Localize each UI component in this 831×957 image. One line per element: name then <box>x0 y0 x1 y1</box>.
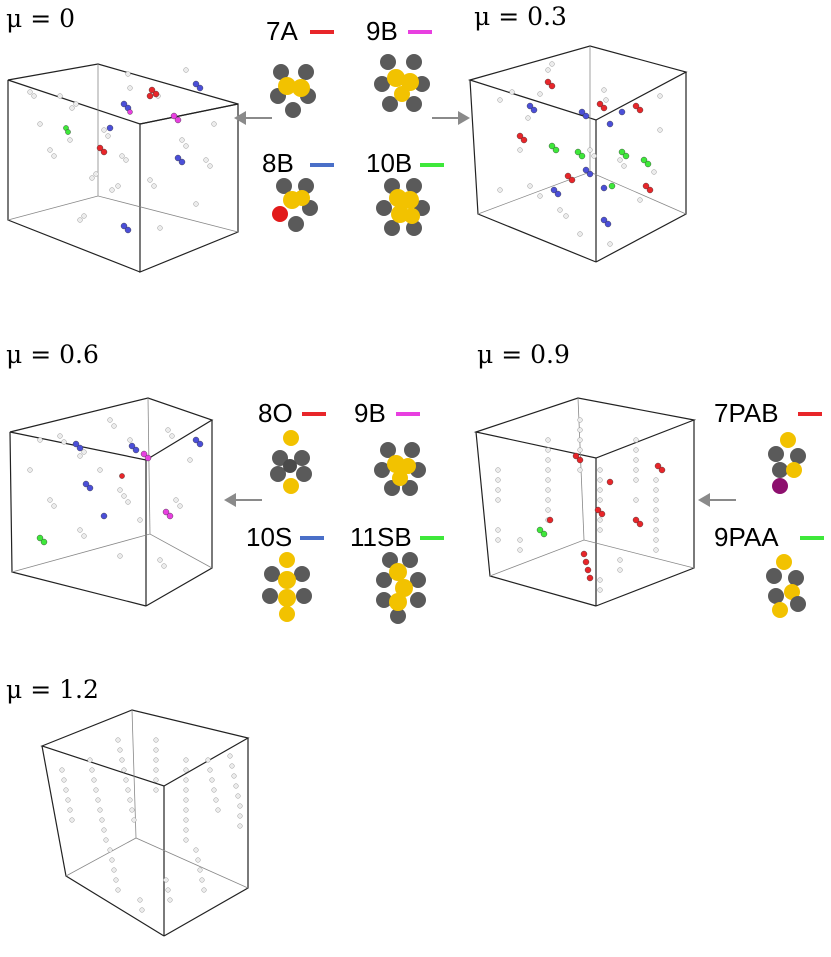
legend-label-10b: 10B <box>366 148 413 178</box>
panel-label-mu-0-3: μ = 0.3 <box>474 2 567 31</box>
cluster-8b-icon <box>272 178 318 232</box>
cluster-7pab-icon <box>768 432 806 494</box>
panel-label-mu-1-2: μ = 1.2 <box>6 675 99 704</box>
cluster-9b-mid-icon <box>374 442 426 496</box>
cluster-9b-top-icon <box>374 54 430 112</box>
cluster-10s-icon <box>262 552 312 622</box>
particles-mu-0-6 <box>27 417 193 569</box>
legend-swatch-7pab <box>798 412 822 416</box>
legend-swatch-9b-mid <box>396 412 420 416</box>
cube-mu-0-9 <box>473 397 697 607</box>
particles-mu-1-2 <box>59 737 243 913</box>
particles-mu-0-3 <box>497 61 663 247</box>
legend-swatch-8b <box>310 163 334 167</box>
cluster-10b-icon <box>376 178 430 236</box>
legend-label-7pab: 7PAB <box>714 398 779 428</box>
cube-mu-0-6 <box>9 397 214 607</box>
legend-label-7a: 7A <box>266 16 298 46</box>
legend-label-10s: 10S <box>246 522 293 552</box>
cluster-11sb-icon <box>376 552 426 624</box>
panel-label-mu-0-9: μ = 0.9 <box>477 340 570 369</box>
cube-wireframes <box>7 45 697 937</box>
panel-label-mu-0-6: μ = 0.6 <box>6 340 99 369</box>
legend-swatch-10b <box>420 163 444 167</box>
arrow-right-top <box>432 111 470 125</box>
legend-swatch-7a <box>310 30 334 34</box>
cube-mu-0 <box>7 63 239 273</box>
legend-label-9b: 9B <box>366 16 398 46</box>
legend-label-8b: 8B <box>262 148 294 178</box>
legend-swatch-9paa <box>800 536 824 540</box>
cube-mu-1-2 <box>40 709 250 937</box>
cluster-8o-icon <box>270 430 312 494</box>
cluster-7a-icon <box>270 64 316 118</box>
legend-swatch-8o <box>302 412 326 416</box>
legend-swatch-10s <box>300 536 324 540</box>
particles-mu-0-9 <box>495 417 659 593</box>
arrow-left-top <box>234 111 272 125</box>
arrows <box>224 111 736 507</box>
arrow-left-mid <box>224 493 262 507</box>
legend-label-9paa: 9PAA <box>714 522 779 552</box>
panel-label-mu-0: μ = 0 <box>6 4 75 33</box>
colored-clusters <box>36 78 666 582</box>
arrow-left-right <box>698 493 736 507</box>
legend-label-11sb: 11SB <box>350 522 412 552</box>
legend-label-8o: 8O <box>258 398 293 428</box>
legend-swatch-9b <box>408 30 432 34</box>
legend-label-9b-mid: 9B <box>354 398 386 428</box>
particles-mu-0 <box>27 67 217 231</box>
legend-swatch-11sb <box>420 536 444 540</box>
cluster-icons <box>262 54 806 624</box>
cluster-9paa-icon <box>766 554 806 618</box>
